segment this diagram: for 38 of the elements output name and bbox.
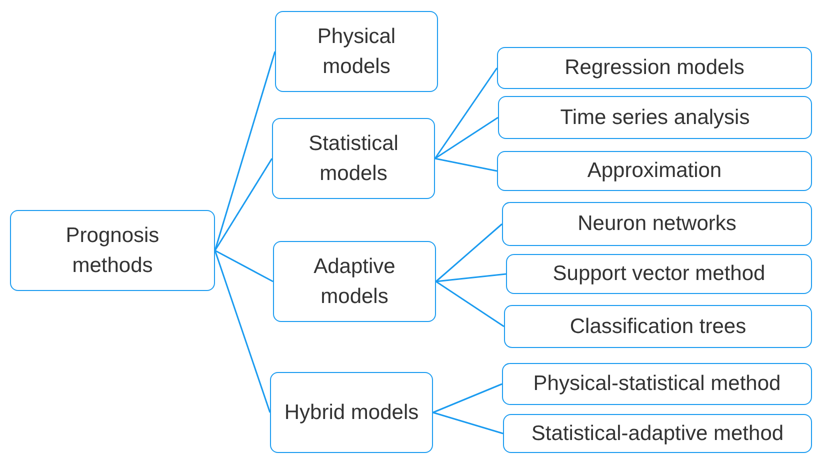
connector-line <box>432 412 504 434</box>
connector-line <box>434 158 498 172</box>
method-label: Prognosis methods <box>64 222 160 278</box>
method-label: Regression models <box>564 55 744 81</box>
method-label: Support vector method <box>552 261 766 287</box>
method-box <box>502 202 812 246</box>
method-box <box>275 11 438 92</box>
method-box <box>270 372 433 453</box>
method-label: Adaptive models <box>312 254 396 310</box>
connector-line <box>436 280 504 328</box>
method-box <box>502 363 812 405</box>
method-label: Physical models <box>316 24 397 80</box>
connector-line <box>434 116 498 160</box>
method-box <box>498 96 812 139</box>
method-box <box>272 118 435 199</box>
method-label: Statistical-adaptive method <box>531 420 784 446</box>
method-label: Hybrid models <box>284 400 419 426</box>
method-label: Time series analysis <box>560 104 750 130</box>
connector-line <box>214 250 274 282</box>
connector-line <box>214 250 271 413</box>
connector-line <box>214 51 276 251</box>
method-box <box>497 151 812 191</box>
method-box <box>273 241 436 322</box>
method-label: Approximation <box>587 158 722 184</box>
connector-line <box>214 158 273 251</box>
method-label: Physical-statistical method <box>533 371 781 397</box>
method-box <box>504 305 812 348</box>
connector-line <box>436 273 506 282</box>
method-label: Statistical models <box>308 130 400 186</box>
method-box <box>10 210 215 291</box>
connector-line <box>432 383 502 414</box>
method-box <box>497 47 812 89</box>
connector-line <box>436 223 502 282</box>
method-box <box>503 414 812 453</box>
method-label: Neuron networks <box>578 211 736 237</box>
method-label: Classification trees <box>570 314 746 340</box>
connector-line <box>434 68 498 159</box>
method-box <box>506 254 812 294</box>
